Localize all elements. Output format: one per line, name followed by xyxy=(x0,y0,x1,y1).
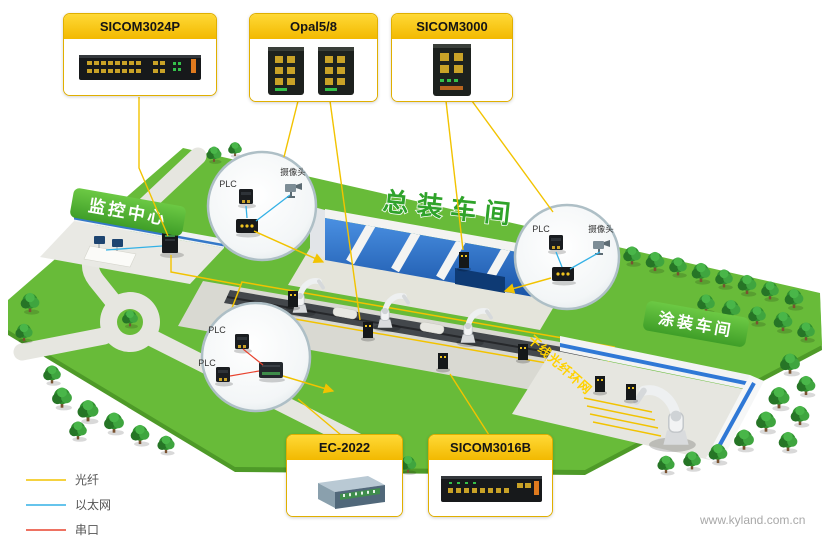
product-title: SICOM3000 xyxy=(392,14,512,39)
connector-opal-a xyxy=(283,100,299,158)
ethernet-links xyxy=(555,251,601,270)
switch-pole xyxy=(436,353,450,373)
connector-ec2022 xyxy=(297,398,342,436)
legend: 光纤 以太网 串口 xyxy=(26,467,111,542)
product-box-sicom3000: SICOM3000 xyxy=(391,13,513,102)
leader-arrow xyxy=(253,230,325,264)
assembly-workshop-building xyxy=(288,206,562,330)
sicom3024p-device-image xyxy=(79,55,201,80)
product-box-sicom3024p: SICOM3024P xyxy=(63,13,217,96)
building-entrance xyxy=(455,268,505,293)
switch-box xyxy=(552,267,576,286)
desk xyxy=(83,245,137,268)
switch-box xyxy=(236,219,260,238)
switch-pole xyxy=(361,322,375,342)
switch-pole xyxy=(516,344,530,364)
legend-row-ethernet: 以太网 xyxy=(26,492,111,517)
legend-label-serial: 串口 xyxy=(75,523,100,537)
ec2022-device-image xyxy=(318,476,385,509)
plc-label: PLC xyxy=(532,224,550,234)
paint-floor-lines xyxy=(583,397,662,437)
sicom3000-device-image xyxy=(433,44,471,96)
connector-opal-b xyxy=(329,100,361,321)
switch-pole xyxy=(624,384,638,404)
product-box-ec2022: EC-2022 xyxy=(286,434,403,517)
plc-label: PLC xyxy=(208,325,226,335)
product-title: Opal5/8 xyxy=(250,14,377,39)
fiber-line-swatch xyxy=(26,478,66,481)
product-title: SICOM3016B xyxy=(429,435,552,460)
switch-pole xyxy=(286,291,300,311)
leader-arrow xyxy=(282,375,335,394)
car-body xyxy=(419,321,445,335)
monitor xyxy=(94,236,123,251)
painting-workshop-building xyxy=(512,336,764,464)
product-box-sicom3016b: SICOM3016B xyxy=(428,434,553,517)
plc-label: PLC xyxy=(198,358,216,368)
serial-links xyxy=(229,348,264,377)
callout-circle-plc-serial: PLC PLC xyxy=(198,301,335,413)
legend-label-ethernet: 以太网 xyxy=(75,498,112,512)
connector-sicom3024p xyxy=(138,97,169,237)
product-box-opal: Opal5/8 xyxy=(249,13,378,102)
plc-label: PLC xyxy=(219,179,237,189)
car-body xyxy=(332,306,358,320)
legend-row-serial: 串口 xyxy=(26,517,111,542)
ethernet-line xyxy=(105,245,163,251)
connector-sicom3000-b xyxy=(471,100,554,213)
switch-pole xyxy=(593,376,607,396)
ethernet-links xyxy=(245,194,291,222)
ethernet-line-swatch xyxy=(26,503,66,506)
legend-label-fiber: 光纤 xyxy=(75,473,100,487)
switch-pole xyxy=(457,252,471,272)
product-title: SICOM3024P xyxy=(64,14,216,39)
legend-row-fiber: 光纤 xyxy=(26,467,111,492)
product-title: EC-2022 xyxy=(287,435,402,460)
leader-arrow xyxy=(503,277,552,294)
connector-sicom3016b xyxy=(449,373,490,436)
fiber-line xyxy=(170,255,242,286)
callout-circle-plc-camera-2: PLC 摄像头 xyxy=(503,203,621,311)
product-connector-lines xyxy=(138,97,554,436)
connector-sicom3000-a xyxy=(445,100,464,251)
watermark: www.kyland.com.cn xyxy=(700,513,806,527)
camera-label: 摄像头 xyxy=(588,224,614,234)
camera-label: 摄像头 xyxy=(280,167,306,177)
serial-line-swatch xyxy=(26,528,66,531)
sicom3016b-device-image xyxy=(441,476,542,502)
callout-circle-plc-camera-1: PLC 摄像头 xyxy=(206,150,325,264)
opal-device-image xyxy=(268,47,354,95)
